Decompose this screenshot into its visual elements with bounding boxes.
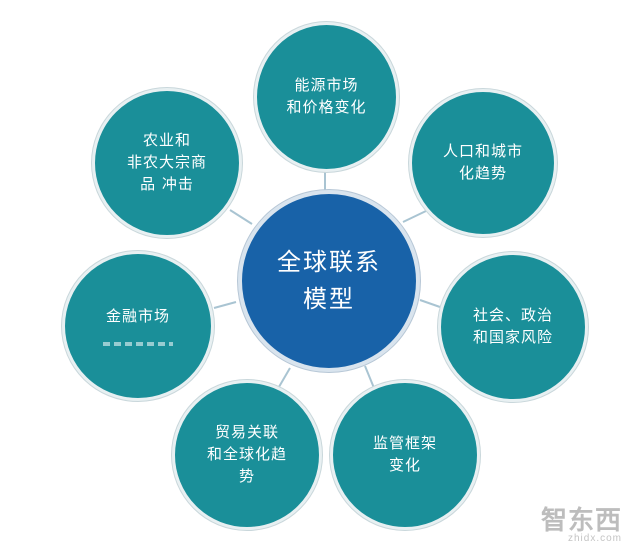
- node-urbanization-line-1: 人口和城市: [442, 142, 523, 161]
- node-trade-globalization: 贸易关联 和全球化趋 势: [172, 380, 322, 530]
- node-trade-line-3: 势: [238, 466, 255, 485]
- connector-social-political: [419, 299, 441, 308]
- node-energy-line-1: 能源市场: [294, 76, 359, 95]
- connector-regulation: [364, 365, 375, 389]
- connector-agriculture: [229, 209, 253, 225]
- node-financial-markets: 金融市场: [62, 251, 214, 401]
- connector-financial: [213, 301, 237, 309]
- node-commodity-line-2: 非农大宗商: [126, 153, 207, 172]
- center-line-2: 模型: [303, 285, 355, 313]
- node-energy-line-2: 和价格变化: [286, 98, 367, 116]
- node-social-line-1: 社会、政治: [472, 306, 553, 325]
- center-global-linkage-model: 全球联系 模型: [238, 190, 420, 372]
- connector-urbanization: [402, 210, 427, 223]
- node-commodity-line-1: 农业和: [142, 131, 191, 150]
- node-social-political-risk: 社会、政治 和国家风险: [438, 252, 588, 402]
- node-commodity-line-3: 品 冲击: [140, 174, 194, 193]
- node-urbanization: 人口和城市 化趋势: [409, 89, 557, 237]
- node-regulatory-line-1: 监管框架: [372, 434, 437, 453]
- node-financial-line-1: 金融市场: [105, 307, 170, 326]
- node-regulatory-framework: 监管框架 变化: [330, 380, 480, 530]
- node-urbanization-line-2: 化趋势: [458, 164, 507, 182]
- node-trade-line-1: 贸易关联: [214, 423, 279, 442]
- node-regulatory-line-2: 变化: [388, 456, 421, 474]
- node-financial-obscured-text: [103, 341, 173, 346]
- node-trade-line-2: 和全球化趋: [206, 445, 287, 464]
- center-line-1: 全球联系: [277, 247, 381, 276]
- node-social-line-2: 和国家风险: [472, 328, 553, 346]
- node-commodity-shocks: 农业和 非农大宗商 品 冲击: [92, 88, 242, 238]
- zhidx-watermark: 智东西 zhidx.com: [541, 507, 622, 544]
- node-energy-market: 能源市场 和价格变化: [254, 22, 399, 172]
- watermark-sub: zhidx.com: [567, 533, 622, 544]
- watermark-main: 智东西: [540, 505, 622, 535]
